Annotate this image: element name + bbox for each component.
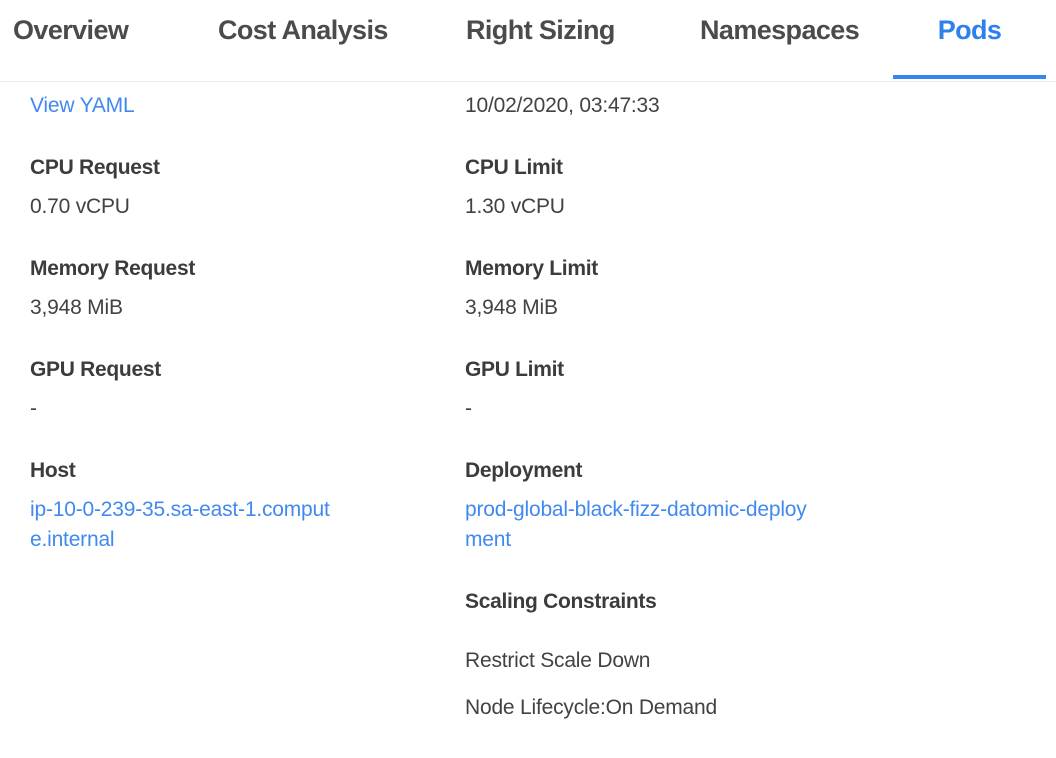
field-value: 3,948 MiB [465, 296, 558, 319]
field-label: CPU Request [30, 156, 160, 179]
field-value: - [30, 397, 37, 420]
field-gpu-limit: GPU Limit - [465, 355, 1025, 424]
tab-right-sizing[interactable]: Right Sizing [466, 15, 615, 45]
field-label: GPU Request [30, 358, 161, 381]
deployment-link[interactable]: prod-global-black-fizz-datomic-deploymen… [465, 498, 807, 551]
tab-bar: Overview Cost Analysis Right Sizing Name… [0, 0, 1056, 82]
view-yaml-link[interactable]: View YAML [30, 94, 135, 117]
field-gpu-request: GPU Request - [30, 355, 410, 424]
field-label: Memory Limit [465, 257, 598, 280]
field-memory-limit: Memory Limit 3,948 MiB [465, 254, 1025, 323]
field-label: Host [30, 459, 76, 482]
host-link[interactable]: ip-10-0-239-35.sa-east-1.compute.interna… [30, 498, 330, 551]
details-column-left: View YAML CPU Request 0.70 vCPU Memory R… [30, 91, 410, 555]
scaling-constraints-title: Scaling Constraints [465, 590, 657, 613]
details-column-right: 10/02/2020, 03:47:33 CPU Limit 1.30 vCPU… [465, 91, 1025, 723]
field-value: 0.70 vCPU [30, 195, 130, 218]
field-memory-request: Memory Request 3,948 MiB [30, 254, 410, 323]
field-label: Deployment [465, 459, 583, 482]
pod-details-content: View YAML CPU Request 0.70 vCPU Memory R… [0, 82, 1056, 758]
pod-timestamp: 10/02/2020, 03:47:33 [465, 94, 660, 117]
field-value: 3,948 MiB [30, 296, 123, 319]
tab-overview[interactable]: Overview [13, 15, 129, 45]
field-value: 1.30 vCPU [465, 195, 565, 218]
field-label: CPU Limit [465, 156, 563, 179]
field-label: Memory Request [30, 257, 196, 280]
field-value: - [465, 397, 472, 420]
tab-namespaces[interactable]: Namespaces [700, 15, 860, 45]
field-deployment: Deployment prod-global-black-fizz-datomi… [465, 456, 1025, 555]
active-tab-underline [893, 75, 1046, 79]
field-host: Host ip-10-0-239-35.sa-east-1.compute.in… [30, 456, 410, 555]
scaling-constraints-section: Scaling Constraints Restrict Scale Down … [465, 587, 1025, 723]
constraint-item: Restrict Scale Down [465, 649, 651, 672]
tab-cost-analysis[interactable]: Cost Analysis [218, 15, 388, 45]
field-cpu-limit: CPU Limit 1.30 vCPU [465, 153, 1025, 222]
tab-pods[interactable]: Pods [937, 15, 1002, 45]
field-cpu-request: CPU Request 0.70 vCPU [30, 153, 410, 222]
constraint-item: Node Lifecycle:On Demand [465, 696, 717, 719]
field-label: GPU Limit [465, 358, 564, 381]
